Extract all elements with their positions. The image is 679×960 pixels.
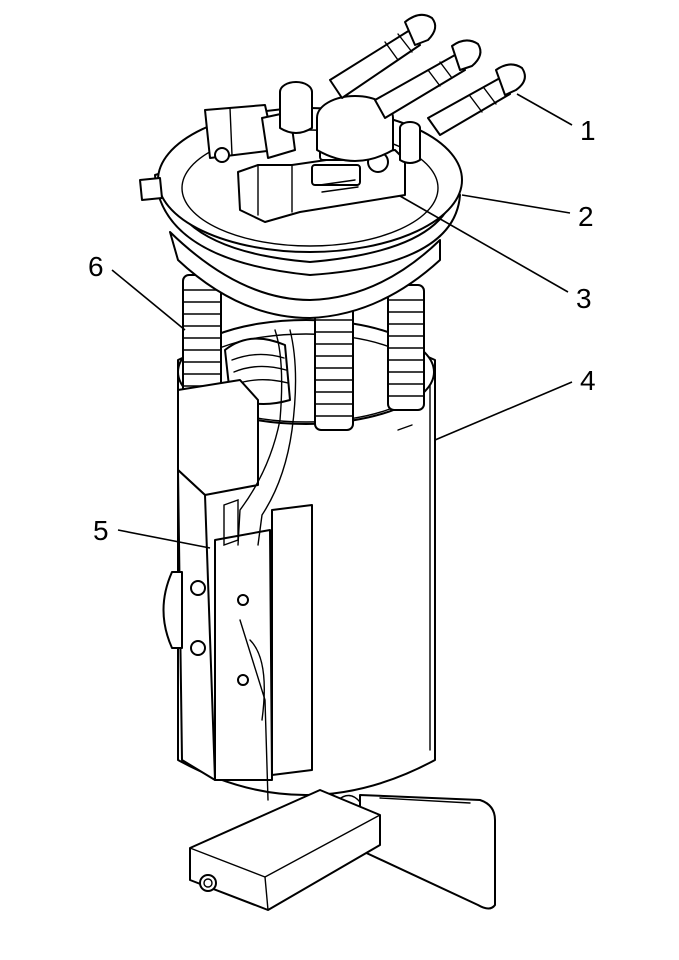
leader-4 [434,381,573,441]
callout-6: 6 [88,251,104,282]
callout-4: 4 [580,365,596,396]
wire-harness [237,329,297,546]
leader-2 [461,194,571,214]
leader-1 [516,93,573,126]
leader-6 [111,269,186,331]
leader-5 [117,529,211,549]
callout-5: 5 [93,515,109,546]
spring-right [387,284,425,411]
leader-lines [111,93,573,549]
fuel-line-2 [374,39,482,119]
callout-1: 1 [580,115,596,146]
pressure-regulator [279,81,421,164]
fuel-line-fittings [329,13,526,136]
callout-3: 3 [576,283,592,314]
leader-3 [399,195,569,293]
spring-left [182,274,222,401]
float-arm-assembly [359,794,496,910]
fuel-line-3 [427,63,526,136]
spring-center [314,304,354,431]
fuel-line-1 [329,13,437,99]
callout-2: 2 [578,201,594,232]
fuel-float [189,789,381,911]
electrical-connector [237,147,406,223]
fuel-level-sender-bracket [162,379,313,801]
callout-labels: 1 2 3 4 5 6 [88,115,596,546]
